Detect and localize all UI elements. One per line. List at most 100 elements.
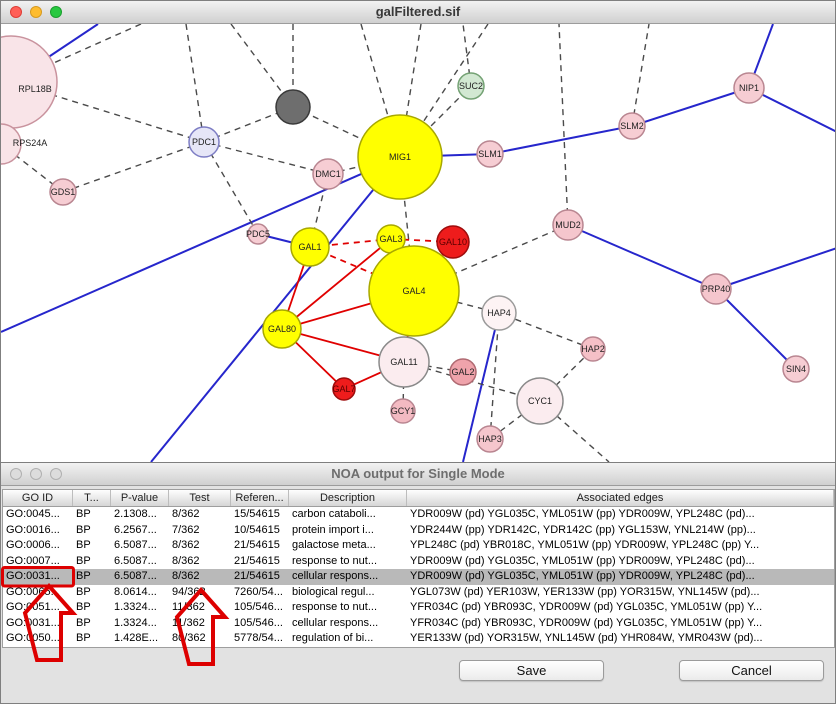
network-node-mig1[interactable]: MIG1: [357, 114, 443, 200]
table-cell: 8/362: [172, 554, 200, 567]
network-edge[interactable]: [185, 24, 205, 143]
network-edge[interactable]: [498, 312, 594, 350]
node-label: GAL80: [268, 324, 296, 334]
network-node-hap2[interactable]: HAP2: [580, 336, 606, 362]
minimize-button[interactable]: [30, 6, 42, 18]
column-header[interactable]: T...: [73, 490, 111, 506]
network-edge[interactable]: [10, 24, 142, 83]
table-cell: BP: [76, 632, 91, 644]
network-edge[interactable]: [62, 141, 205, 193]
zoom-button[interactable]: [50, 468, 62, 480]
network-node-slm2[interactable]: SLM2: [618, 112, 646, 140]
network-node-pdc5[interactable]: PDC5: [246, 223, 270, 245]
table-cell: response to nut...: [292, 601, 377, 613]
network-edge[interactable]: [413, 224, 569, 292]
network-edge[interactable]: [567, 224, 717, 290]
network-node-rpl18b[interactable]: RPL18B: [1, 35, 58, 129]
network-node-slm1[interactable]: SLM1: [476, 140, 504, 168]
network-edge[interactable]: [558, 24, 569, 226]
network-node-gal11[interactable]: GAL11: [378, 336, 430, 388]
network-node-gal4[interactable]: GAL4: [368, 245, 460, 337]
network-node-sin4[interactable]: SIN4: [782, 355, 810, 383]
network-edge[interactable]: [309, 246, 415, 292]
column-header[interactable]: Associated edges: [407, 490, 834, 506]
node-label: RPL18B: [18, 84, 52, 94]
table-cell: GO:0031...: [6, 616, 60, 629]
network-node-rps24a[interactable]: RPS24A: [1, 123, 48, 165]
network-node-gal10[interactable]: GAL10: [436, 225, 470, 259]
table-cell: GO:0050...: [6, 632, 60, 644]
table-cell: 11/362: [172, 616, 205, 629]
minimize-button[interactable]: [30, 468, 42, 480]
table-cell: 8/362: [172, 570, 200, 582]
network-edge[interactable]: [281, 238, 392, 330]
save-button[interactable]: Save: [459, 660, 604, 681]
node-label: HAP2: [581, 344, 605, 354]
node-label: SIN4: [786, 364, 806, 374]
node-label: RPS24A: [13, 138, 48, 148]
column-header[interactable]: Test: [169, 490, 231, 506]
network-node-cyc1[interactable]: CYC1: [516, 377, 564, 425]
network-edge[interactable]: [748, 87, 835, 133]
network-edge[interactable]: [715, 288, 797, 370]
table-cell: YPL248C (pd) YBR018C, YML051W (pp) YDR00…: [410, 539, 760, 551]
table-cell: 7/362: [172, 523, 200, 536]
network-node-dmc1[interactable]: DMC1: [312, 158, 344, 190]
network-node-dark[interactable]: [275, 89, 311, 125]
network-edge[interactable]: [203, 141, 329, 175]
network-node-hap3[interactable]: HAP3: [476, 425, 504, 453]
close-button[interactable]: [10, 6, 22, 18]
column-header[interactable]: P-value: [111, 490, 169, 506]
network-edge[interactable]: [203, 141, 259, 235]
noa-window-titlebar[interactable]: NOA output for Single Mode: [1, 463, 835, 486]
column-header[interactable]: Description: [289, 490, 407, 506]
network-edge[interactable]: [462, 312, 500, 462]
network-node-nip1[interactable]: NIP1: [733, 72, 765, 104]
table-cell: 6.2567...: [114, 523, 157, 536]
node-label: CYC1: [528, 396, 552, 406]
network-edge[interactable]: [715, 247, 835, 290]
network-node-suc2[interactable]: SUC2: [457, 72, 485, 100]
network-node-gal7[interactable]: GAL7: [332, 377, 356, 401]
table-cell: GO:0016...: [6, 523, 60, 536]
graph-window-titlebar[interactable]: galFiltered.sif: [1, 1, 835, 24]
network-node-gcy1[interactable]: GCY1: [390, 398, 416, 424]
network-node-hap4[interactable]: HAP4: [481, 295, 517, 331]
cancel-button[interactable]: Cancel: [679, 660, 824, 681]
network-node-gal80[interactable]: GAL80: [262, 309, 302, 349]
network-node-gal2[interactable]: GAL2: [449, 358, 477, 386]
column-header[interactable]: Referen...: [231, 490, 289, 506]
network-edge[interactable]: [489, 125, 633, 155]
table-cell: YDR244W (pp) YDR142C, YDR142C (pp) YGL15…: [410, 523, 756, 536]
table-cell: YER133W (pd) YOR315W, YNL145W (pd) YHR08…: [410, 632, 763, 644]
zoom-button[interactable]: [50, 6, 62, 18]
network-edge[interactable]: [150, 156, 401, 462]
table-cell: BP: [76, 554, 91, 567]
column-header[interactable]: GO ID: [3, 490, 73, 506]
table-cell: 21/54615: [234, 554, 280, 567]
network-node-gds1[interactable]: GDS1: [49, 178, 77, 206]
network-node-gal3[interactable]: GAL3: [376, 224, 406, 254]
network-edge[interactable]: [631, 87, 750, 127]
network-node-pdc1[interactable]: PDC1: [188, 126, 220, 158]
network-edge[interactable]: [631, 24, 650, 127]
network-node-prp40[interactable]: PRP40: [700, 273, 732, 305]
table-cell: 8/362: [172, 539, 200, 551]
network-node-mud2[interactable]: MUD2: [552, 209, 584, 241]
network-edge[interactable]: [292, 106, 401, 158]
close-button[interactable]: [10, 468, 22, 480]
network-node-gal1[interactable]: GAL1: [290, 227, 330, 267]
